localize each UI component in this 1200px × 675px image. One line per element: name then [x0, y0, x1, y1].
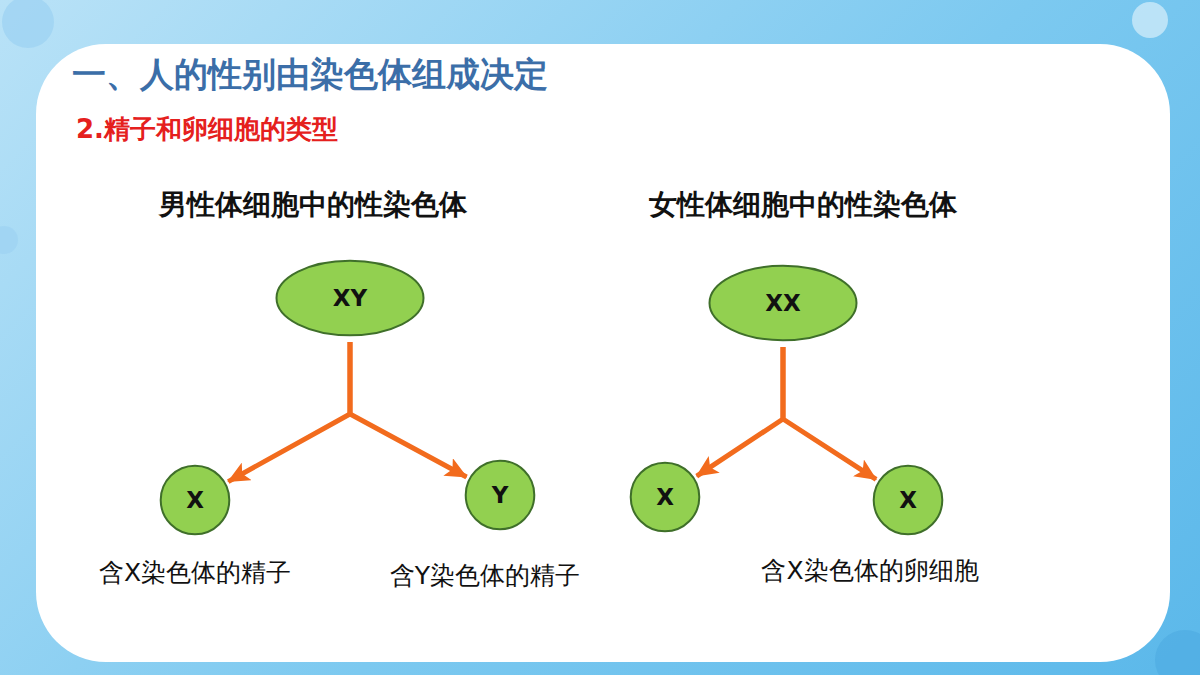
shape-fill	[710, 266, 857, 340]
cell-caption: 含X染色体的卵细胞	[761, 554, 978, 587]
column-heading: 男性体细胞中的性染色体	[159, 186, 467, 224]
shape-fill	[631, 463, 700, 532]
chromosome-label: X	[899, 487, 917, 513]
chromosome-label: Y	[492, 482, 509, 508]
cell-caption: 含X染色体的精子	[99, 556, 291, 589]
split-arrow	[228, 342, 350, 482]
shape-fill	[874, 466, 943, 535]
deco-bubble	[0, 226, 18, 254]
split-arrow	[783, 347, 876, 479]
column-heading: 女性体细胞中的性染色体	[649, 186, 957, 224]
deco-bubble	[2, 0, 54, 48]
split-arrow	[697, 347, 783, 476]
gamete-circle: X	[873, 465, 943, 535]
shape-fill	[277, 261, 424, 335]
cell-caption: 含Y染色体的精子	[390, 559, 580, 592]
white-panel	[36, 44, 1170, 662]
cell-ellipse: XY	[275, 260, 425, 336]
deco-bubble	[1132, 2, 1168, 38]
split-arrow	[350, 342, 467, 477]
chromosome-label: XX	[765, 290, 800, 316]
shape-fill	[161, 466, 230, 535]
slide-title: 一、人的性别由染色体组成决定	[72, 52, 548, 98]
gamete-circle: Y	[465, 460, 535, 530]
chromosome-label: X	[656, 484, 674, 510]
chromosome-label: X	[186, 487, 204, 513]
chromosome-label: XY	[333, 285, 367, 311]
gamete-circle: X	[160, 465, 230, 535]
cell-ellipse: XX	[708, 265, 858, 341]
shape-fill	[466, 461, 535, 530]
deco-bubble	[1155, 630, 1200, 675]
section-subtitle: 2.精子和卵细胞的类型	[76, 112, 338, 147]
gamete-circle: X	[630, 462, 700, 532]
